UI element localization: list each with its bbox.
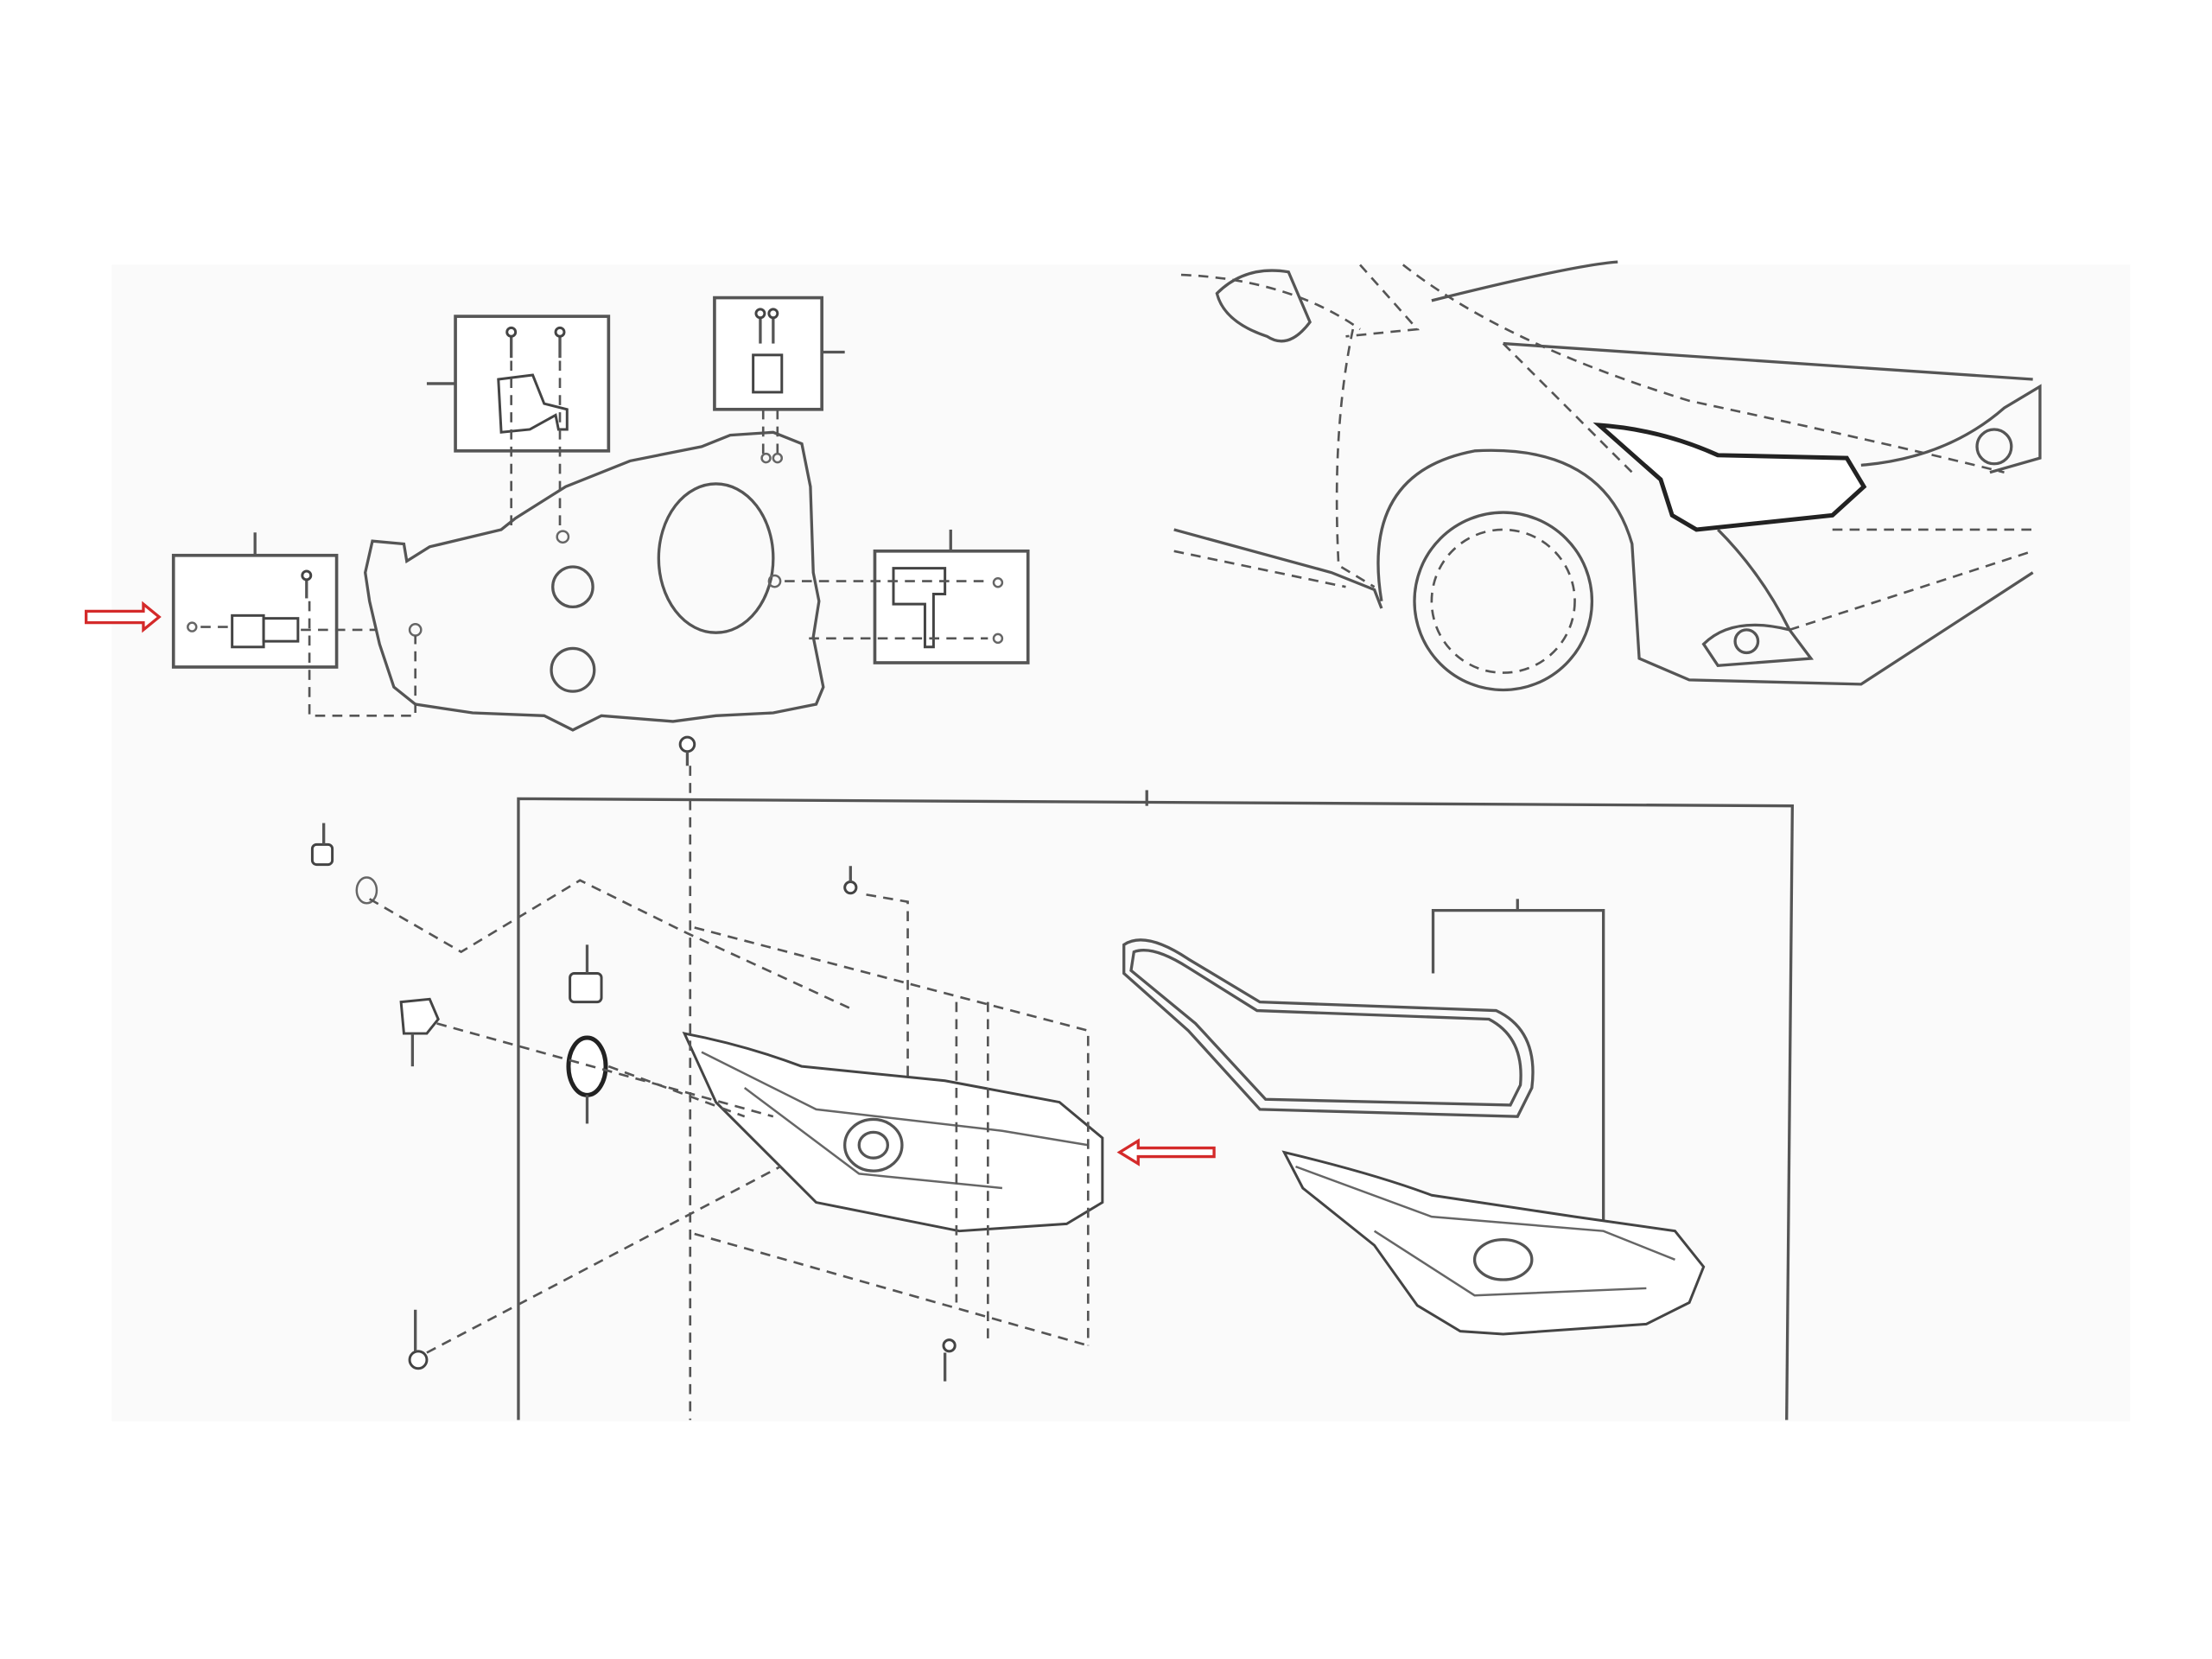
headlamp-housing-rear [364, 430, 825, 732]
headlamp-gasket [1122, 938, 1535, 1118]
vehicle-front-view [1173, 260, 2042, 692]
small-fasteners [310, 735, 957, 1382]
upper-clip-detail-box [713, 296, 845, 464]
scan-background [111, 264, 2131, 1422]
assembly-leader-lines [369, 766, 1090, 1421]
leveling-actuator-detail-box [171, 532, 417, 717]
left-arrow-icon [1116, 1138, 1216, 1166]
side-bracket-detail-box [785, 529, 1030, 664]
upper-bracket-detail-box [426, 315, 611, 533]
right-arrow-icon [85, 601, 162, 633]
headlamp-assembly-exploded [682, 1032, 1104, 1233]
assembly-bracket-frame [517, 790, 1795, 1421]
headlamp-assembly-complete [1281, 1150, 1706, 1336]
